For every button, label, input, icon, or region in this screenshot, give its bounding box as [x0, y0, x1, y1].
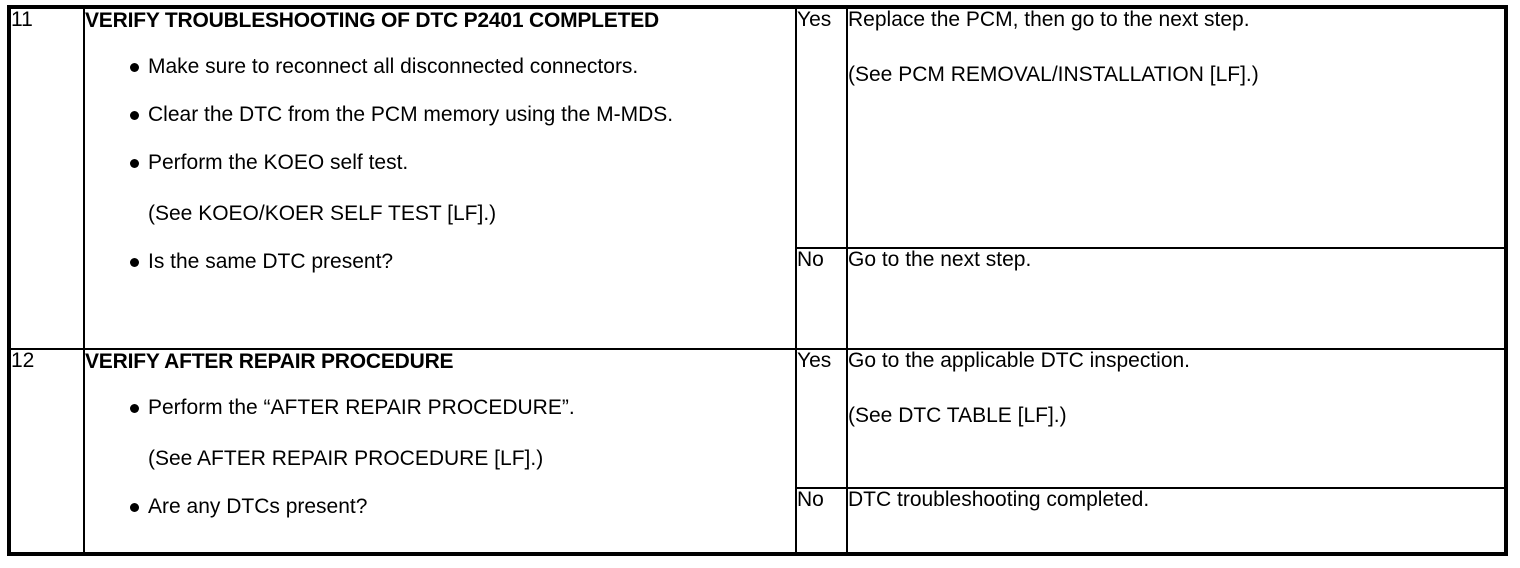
answer-label-cell-yes: Yes	[795, 348, 848, 489]
action-cell-yes: Go to the applicable DTC inspection. (Se…	[846, 348, 1507, 489]
action-text: Go to the next step.	[848, 248, 1032, 271]
inspection-cell: VERIFY TROUBLESHOOTING OF DTC P2401 COMP…	[83, 6, 797, 350]
list-item: Make sure to reconnect all disconnected …	[85, 52, 795, 81]
table-row: No DTC troubleshooting completed.	[9, 487, 1507, 555]
inspection-cell: VERIFY AFTER REPAIR PROCEDURE Perform th…	[83, 348, 797, 555]
action-cell-no: Go to the next step.	[846, 247, 1507, 350]
table-row: No Go to the next step.	[9, 247, 1507, 350]
list-item-text: (See AFTER REPAIR PROCEDURE [LF].)	[148, 447, 544, 471]
list-item-text: Perform the “AFTER REPAIR PROCEDURE”.	[148, 396, 575, 420]
list-item-text: Is the same DTC present?	[148, 250, 394, 274]
bullet-icon	[130, 503, 139, 513]
list-item-text: Perform the KOEO self test.	[148, 151, 409, 175]
answer-label: No	[797, 248, 824, 271]
answer-label: Yes	[797, 349, 832, 372]
list-item: Is the same DTC present?	[85, 247, 795, 276]
list-item-reference: (See KOEO/KOER SELF TEST [LF].)	[85, 199, 795, 228]
action-reference: (See DTC TABLE [LF].)	[848, 404, 1067, 427]
answer-label-cell-no: No	[795, 247, 848, 350]
table-row: 12 VERIFY AFTER REPAIR PROCEDURE Perform…	[8, 348, 1507, 555]
bullet-icon	[130, 404, 139, 414]
step-number: 11	[11, 8, 33, 31]
inspection-title: VERIFY AFTER REPAIR PROCEDURE	[85, 350, 454, 373]
answer-label: Yes	[797, 8, 832, 31]
step-number-cell: 11	[8, 6, 85, 350]
action-cell-no: DTC troubleshooting completed.	[846, 487, 1507, 555]
list-item-text: Are any DTCs present?	[148, 495, 368, 519]
list-item: Perform the KOEO self test.	[85, 148, 795, 177]
action-text: Replace the PCM, then go to the next ste…	[848, 8, 1250, 31]
step-number-cell: 12	[8, 348, 85, 555]
list-item: Clear the DTC from the PCM memory using …	[85, 100, 795, 129]
bullet-icon	[130, 159, 139, 169]
list-item: Are any DTCs present?	[85, 492, 795, 521]
bullet-icon	[130, 258, 139, 268]
action-cell-yes: Replace the PCM, then go to the next ste…	[846, 6, 1507, 249]
action-reference: (See PCM REMOVAL/INSTALLATION [LF].)	[848, 63, 1259, 86]
answer-label: No	[797, 488, 824, 511]
list-item-text: Clear the DTC from the PCM memory using …	[148, 103, 674, 127]
list-item-text: (See KOEO/KOER SELF TEST [LF].)	[148, 202, 497, 226]
table-row: 11 VERIFY TROUBLESHOOTING OF DTC P2401 C…	[8, 6, 1507, 350]
action-text: Go to the applicable DTC inspection.	[848, 349, 1191, 372]
inspection-item-list: Make sure to reconnect all disconnected …	[85, 52, 795, 276]
action-text: DTC troubleshooting completed.	[848, 488, 1150, 511]
answer-label-cell-yes: Yes	[795, 6, 848, 249]
inspection-title: VERIFY TROUBLESHOOTING OF DTC P2401 COMP…	[85, 9, 660, 32]
list-item-reference: (See AFTER REPAIR PROCEDURE [LF].)	[85, 444, 795, 473]
bullet-icon	[130, 111, 139, 121]
list-item-text: Make sure to reconnect all disconnected …	[148, 55, 639, 79]
troubleshooting-table: 11 VERIFY TROUBLESHOOTING OF DTC P2401 C…	[7, 5, 1508, 556]
step-number: 12	[11, 349, 35, 372]
inspection-item-list: Perform the “AFTER REPAIR PROCEDURE”. (S…	[85, 393, 795, 521]
answer-label-cell-no: No	[795, 487, 848, 555]
bullet-icon	[130, 63, 139, 73]
list-item: Perform the “AFTER REPAIR PROCEDURE”.	[85, 393, 795, 422]
